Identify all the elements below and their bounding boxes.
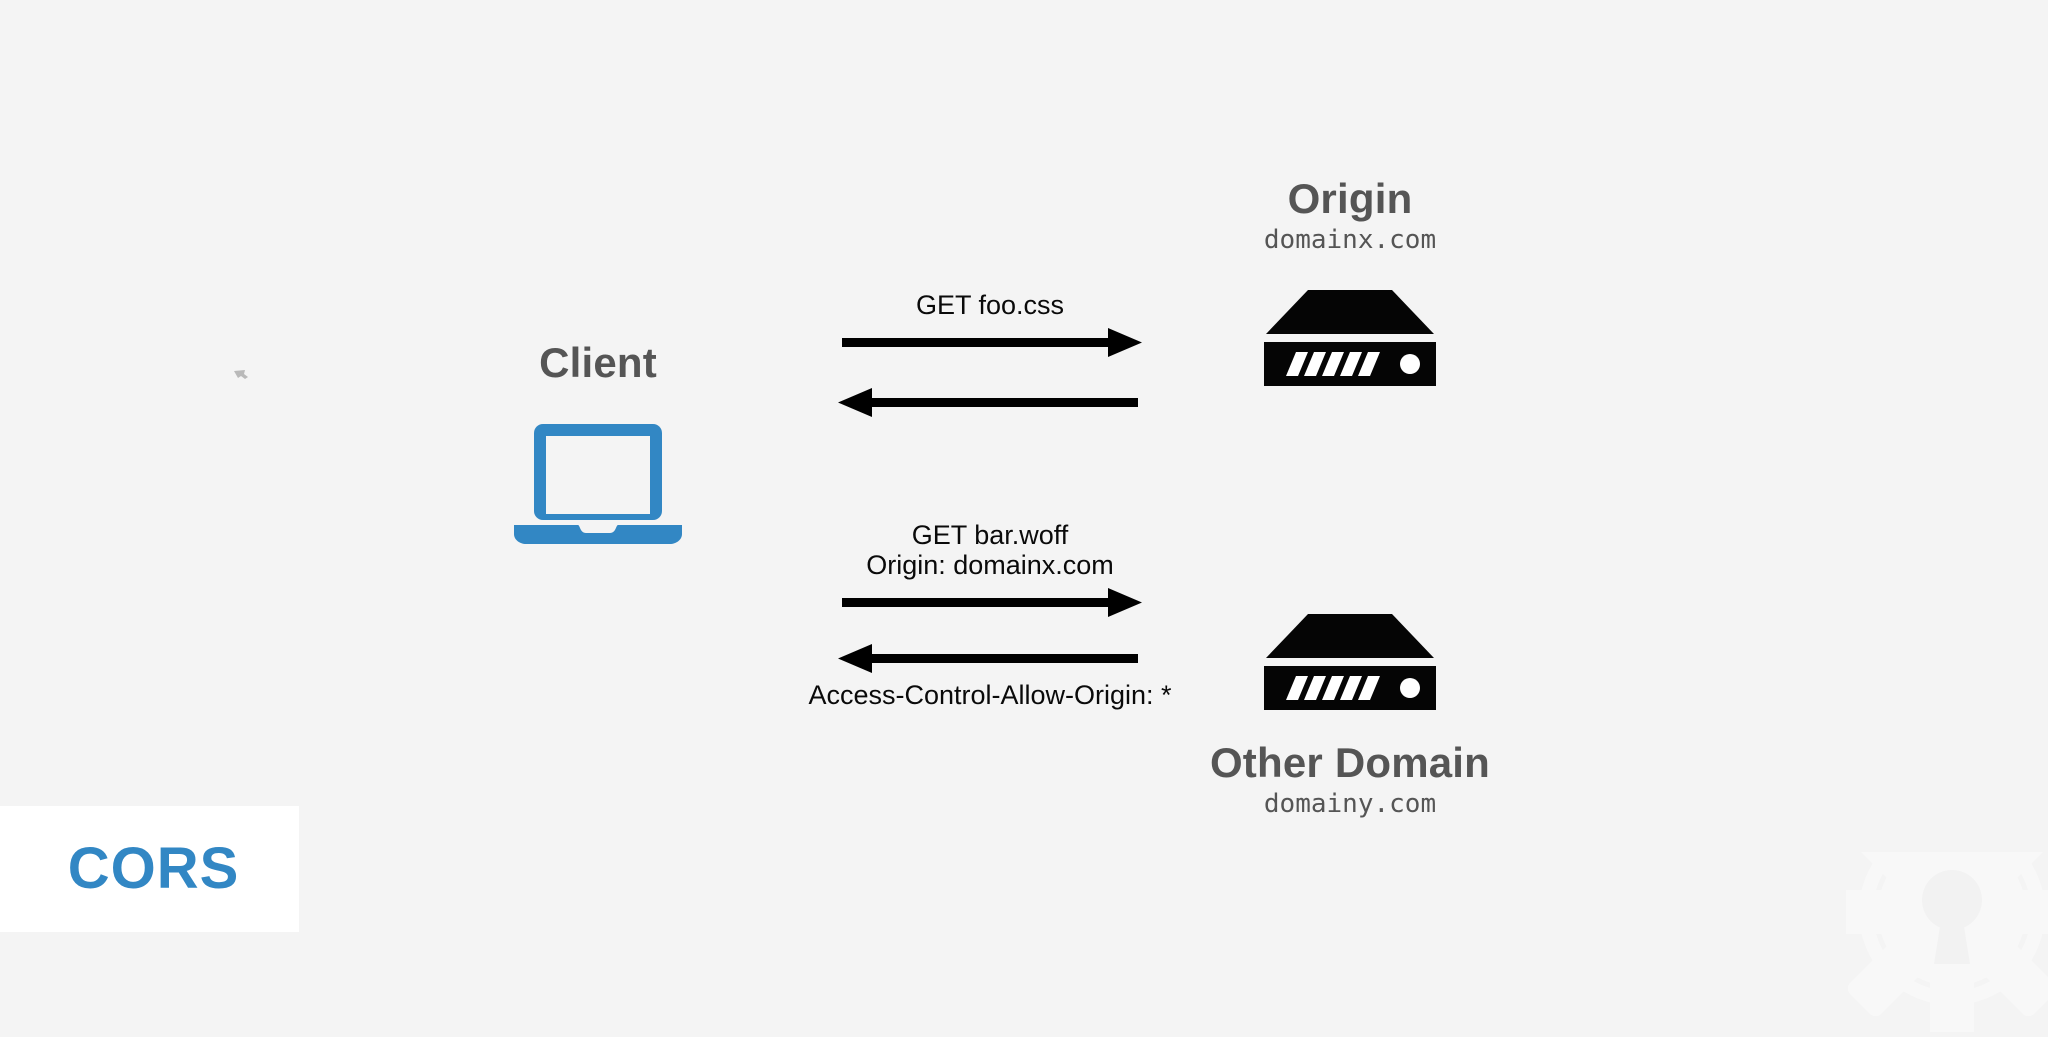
message-exchange-other-domain: GET bar.woff Origin: domainx.com Access-…	[790, 520, 1190, 711]
other-domain-domain: domainy.com	[1263, 789, 1437, 820]
arrow-right-icon	[842, 328, 1142, 358]
cursor-artifact-icon	[232, 366, 250, 382]
laptop-icon	[514, 424, 682, 545]
server-icon	[1264, 614, 1436, 710]
origin-title: Origin	[1287, 175, 1413, 222]
origin-server-node: Origin domainx.com	[1200, 175, 1500, 388]
cors-badge: CORS	[0, 806, 299, 932]
client-title: Client	[539, 339, 657, 386]
arrow-right-icon	[842, 588, 1142, 618]
arrow-left-icon	[838, 388, 1138, 418]
client-node: Client	[448, 339, 748, 545]
message-2-response-header: Access-Control-Allow-Origin: *	[808, 680, 1172, 711]
server-icon	[1264, 289, 1436, 386]
arrow-left-icon	[838, 644, 1138, 674]
other-domain-title: Other Domain	[1209, 739, 1491, 786]
keyhole-lock-watermark-icon	[1822, 782, 2048, 1037]
message-1-request-label: GET foo.css	[915, 290, 1065, 320]
other-domain-server-node: Other Domain domainy.com	[1200, 612, 1500, 822]
message-exchange-origin: GET foo.css	[790, 290, 1190, 420]
message-2-request-origin-header: Origin: domainx.com	[866, 550, 1114, 581]
message-2-request-label: GET bar.woff	[911, 520, 1069, 550]
cors-badge-label: CORS	[67, 836, 240, 901]
origin-domain: domainx.com	[1263, 225, 1437, 256]
